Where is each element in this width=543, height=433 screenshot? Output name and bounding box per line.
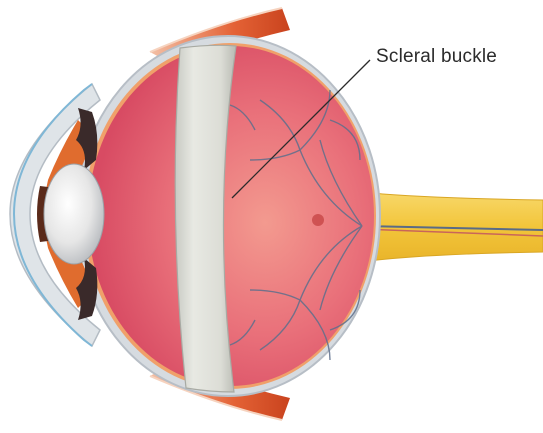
retina: [88, 46, 374, 386]
macula: [312, 214, 324, 226]
lens: [44, 164, 104, 264]
scleral-buckle-label: Scleral buckle: [376, 46, 497, 68]
